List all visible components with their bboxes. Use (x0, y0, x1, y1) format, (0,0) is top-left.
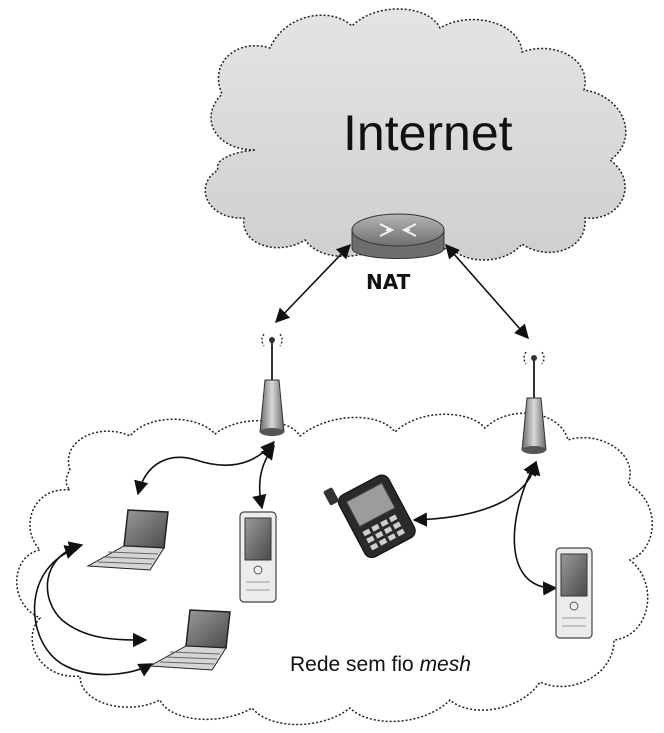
link-ap-left-laptop-top (134, 440, 275, 496)
link-router-ap-right (445, 243, 529, 340)
mesh-network-label-prefix: Rede sem fio (290, 653, 420, 676)
link-ap-left-pda-left (252, 444, 275, 510)
internet-cloud (204, 8, 627, 261)
access-point-right-icon (521, 351, 547, 454)
pda-right-icon (555, 547, 593, 639)
links (33, 243, 558, 677)
laptop-top-icon (86, 509, 169, 571)
link-laptop-top-laptop-bottom-outer (33, 545, 154, 677)
mesh-network-label-emphasis: mesh (419, 653, 471, 676)
router-icon (351, 213, 445, 259)
link-ap-right-pda-right (513, 460, 558, 596)
smartphone-icon (323, 474, 416, 559)
mesh-network-label: Rede sem fio mesh (290, 653, 471, 677)
laptop-bottom-icon (148, 609, 231, 671)
router-label: NAT (366, 270, 411, 294)
access-point-left-icon (259, 333, 285, 436)
internet-label: Internet (343, 105, 513, 161)
link-router-ap-left (275, 243, 351, 324)
pda-left-icon (239, 511, 277, 603)
